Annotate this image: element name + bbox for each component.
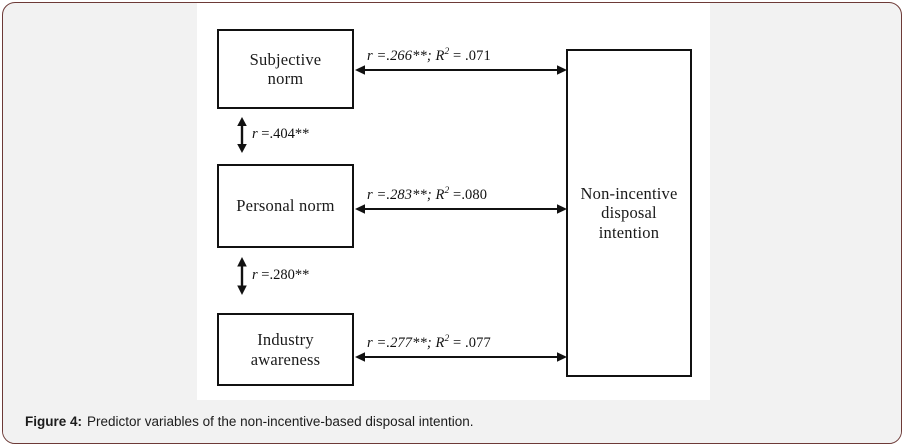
arrow-personal-norm-to-industry-awareness: r =.280** [234,257,364,295]
arrow-personal-norm-to-intention-label: r =.283**; R2 =.080 [367,186,488,203]
arrow-subjective-norm-to-intention-label: r =.266**; R2 = .071 [367,47,491,64]
node-subjective-norm-label: Subjective norm [249,49,322,88]
double-arrow-icon [355,352,567,362]
arrow-personal-norm-to-industry-awareness-label: r =.280** [252,267,310,284]
node-non-incentive-disposal-intention: Non-incentive disposal intention [566,49,692,377]
diagram-canvas: Subjective norm Personal norm Industry a… [197,3,710,400]
figure-caption-label: Figure 4: [25,414,83,429]
arrow-subjective-norm-to-personal-norm: r =.404** [234,117,364,153]
arrow-industry-awareness-to-intention: r =.277**; R2 = .077 [355,323,567,365]
node-industry-awareness-label: Industry awareness [250,330,321,369]
figure-caption: Figure 4: Predictor variables of the non… [3,400,901,443]
node-personal-norm-label: Personal norm [236,196,335,216]
arrow-industry-awareness-to-intention-label: r =.277**; R2 = .077 [367,334,491,351]
double-arrow-icon [237,117,247,153]
node-subjective-norm: Subjective norm [217,29,354,109]
node-non-incentive-disposal-intention-label: Non-incentive disposal intention [580,183,678,242]
arrow-subjective-norm-to-personal-norm-label: r =.404** [252,126,310,143]
node-personal-norm: Personal norm [217,164,354,248]
arrow-personal-norm-to-intention: r =.283**; R2 =.080 [355,175,567,217]
figure-caption-text: Predictor variables of the non-incentive… [87,414,474,429]
arrow-subjective-norm-to-intention: r =.266**; R2 = .071 [355,36,567,78]
double-arrow-icon [237,257,247,295]
double-arrow-icon [355,204,567,214]
double-arrow-icon [355,65,567,75]
node-industry-awareness: Industry awareness [217,313,354,386]
